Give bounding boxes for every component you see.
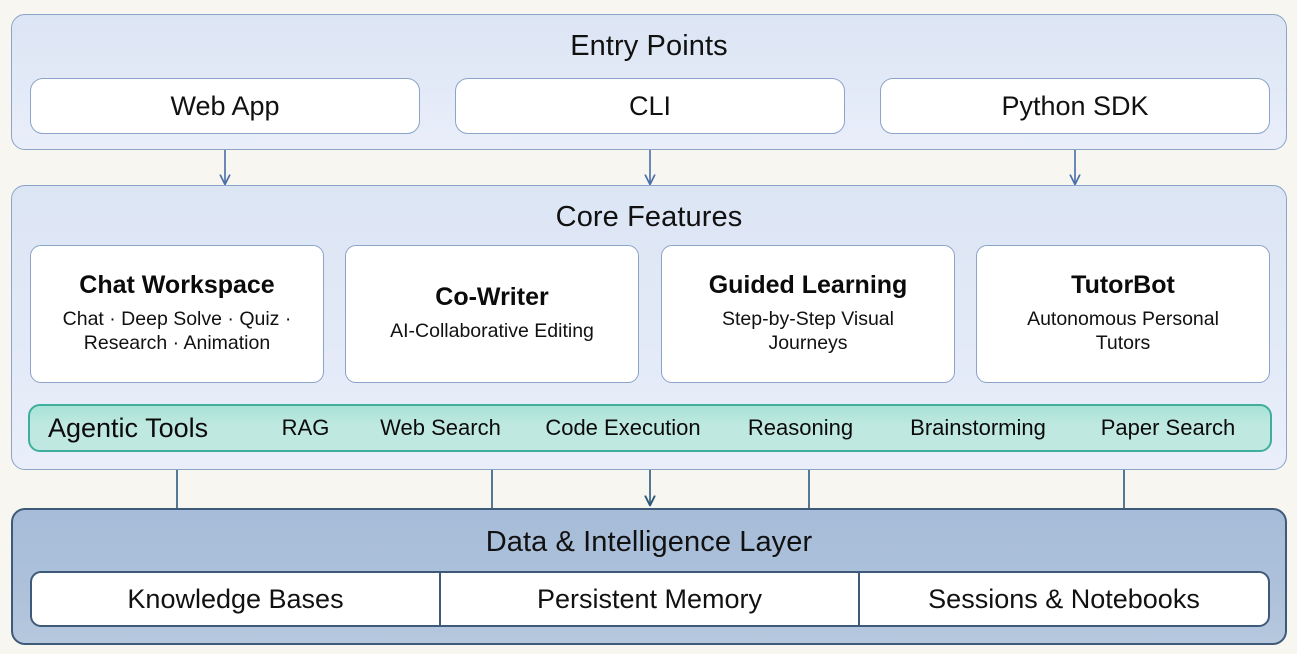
agentic-tool-brainstorming[interactable]: Brainstorming (910, 415, 1046, 440)
agentic-tool-web-search[interactable]: Web Search (380, 415, 501, 440)
data-store-persistent-memory-label: Persistent Memory (536, 583, 763, 614)
data-store-persistent-memory[interactable]: Persistent Memory (440, 571, 859, 627)
feature-subtitle-co-writer: AI-Collaborative Editing (390, 319, 594, 342)
feature-title-tutorbot: TutorBot (1071, 271, 1175, 300)
agentic-tool-paper-search[interactable]: Paper Search (1100, 415, 1236, 440)
agentic-tool-reasoning[interactable]: Reasoning (747, 415, 854, 440)
entry-point-web-app[interactable]: Web App (30, 78, 420, 134)
feature-card-tutorbot[interactable]: TutorBot Autonomous Personal Tutors (976, 245, 1270, 383)
feature-subtitle-chat-workspace: Chat · Deep Solve · Quiz · Research · An… (62, 307, 292, 355)
feature-subtitle-guided-learning: Step-by-Step Visual Journeys (722, 307, 894, 355)
data-store-sessions-notebooks-label: Sessions & Notebooks (928, 583, 1200, 614)
feature-title-co-writer: Co-Writer (435, 283, 549, 312)
agentic-tool-rag[interactable]: RAG (281, 415, 330, 440)
feature-card-chat-workspace[interactable]: Chat Workspace Chat · Deep Solve · Quiz … (30, 245, 324, 383)
agentic-tools-title: Agentic Tools (48, 412, 209, 443)
data-store-sessions-notebooks[interactable]: Sessions & Notebooks (859, 571, 1270, 627)
entry-points-title: Entry Points (570, 30, 728, 62)
feature-title-guided-learning: Guided Learning (708, 271, 908, 300)
feature-subtitle-tutorbot: Autonomous Personal Tutors (1027, 307, 1219, 355)
feature-card-co-writer[interactable]: Co-Writer AI-Collaborative Editing (345, 245, 639, 383)
entry-point-cli-label: CLI (628, 90, 672, 121)
agentic-tools-bar[interactable]: Agentic Tools RAG Web Search Code Execut… (28, 404, 1272, 452)
entry-point-python-sdk-label: Python SDK (1001, 90, 1149, 121)
data-layer-title: Data & Intelligence Layer (485, 526, 813, 558)
feature-card-guided-learning[interactable]: Guided Learning Step-by-Step Visual Jour… (661, 245, 955, 383)
entry-point-web-app-label: Web App (170, 90, 280, 121)
data-store-knowledge-bases[interactable]: Knowledge Bases (30, 571, 440, 627)
entry-point-cli[interactable]: CLI (455, 78, 845, 134)
entry-point-python-sdk[interactable]: Python SDK (880, 78, 1270, 134)
data-store-knowledge-bases-label: Knowledge Bases (127, 583, 344, 614)
core-features-title: Core Features (555, 201, 743, 233)
agentic-tool-code-execution[interactable]: Code Execution (545, 415, 701, 440)
feature-title-chat-workspace: Chat Workspace (79, 271, 275, 300)
